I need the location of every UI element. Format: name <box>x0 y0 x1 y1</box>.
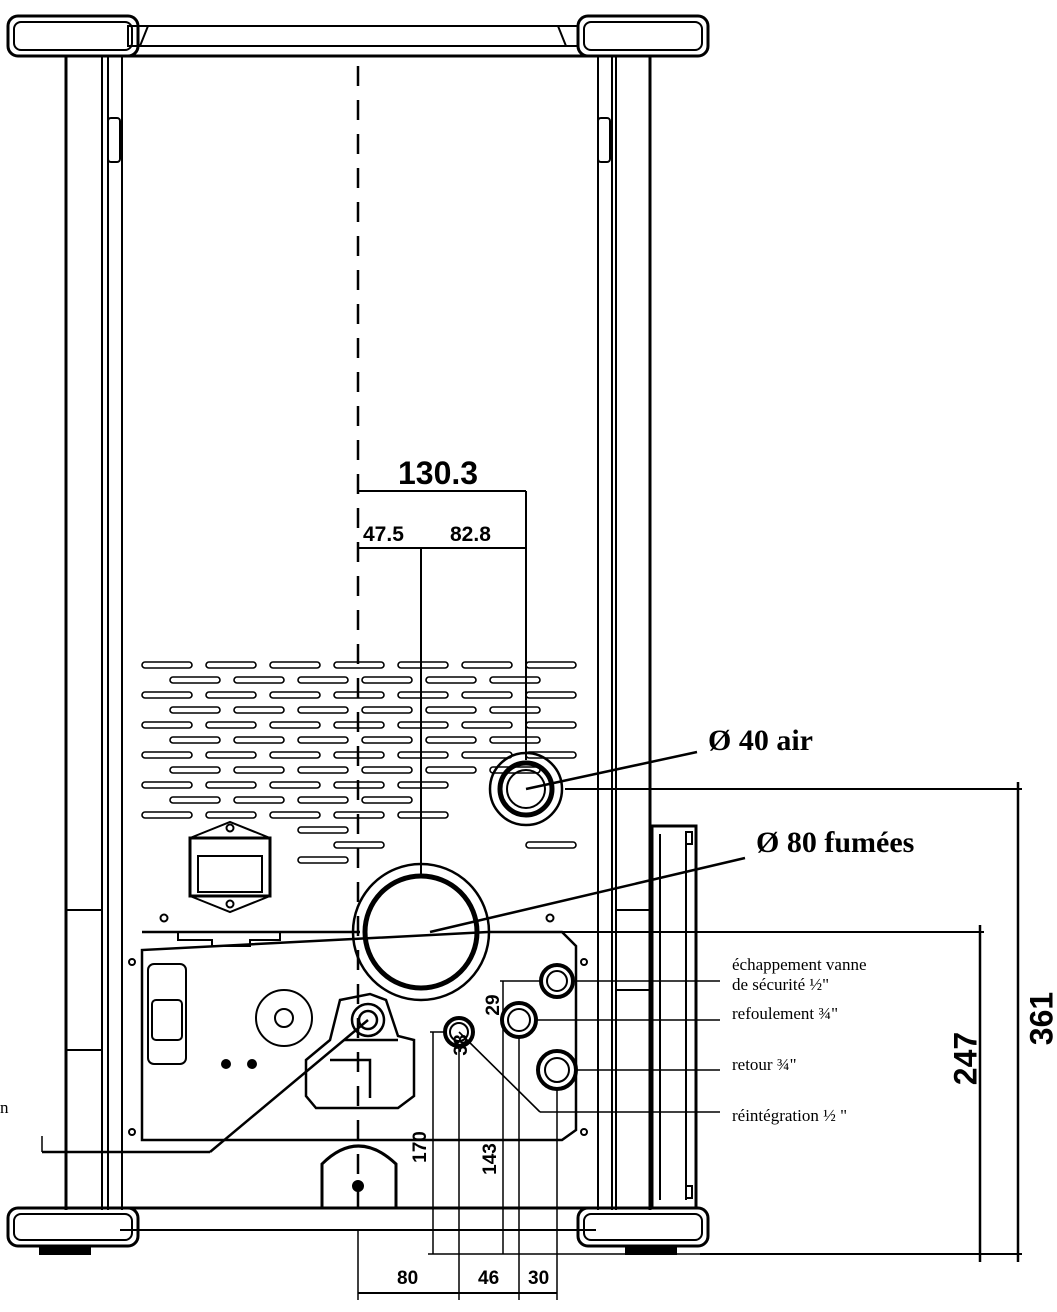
grille-slot <box>233 796 285 804</box>
grille-slot <box>333 661 385 669</box>
top-cap <box>6 14 710 58</box>
grille-slot <box>205 751 257 759</box>
grille-slot <box>333 751 385 759</box>
grille-slot <box>397 781 449 789</box>
dim-361: 361 <box>1023 991 1057 1046</box>
grille-slot <box>525 661 577 669</box>
grille-slot <box>333 691 385 699</box>
grille-slot <box>397 751 449 759</box>
grille-slot <box>141 721 193 729</box>
leader-lines <box>41 750 746 1154</box>
dim-29: 29 <box>483 994 504 1016</box>
ventilation-grille <box>141 661 577 864</box>
grille-slot <box>141 781 193 789</box>
grille-slot <box>269 811 321 819</box>
grille-slot <box>141 691 193 699</box>
grille-slot <box>489 736 541 744</box>
grille-slot <box>297 826 349 834</box>
grille-slot <box>233 706 285 714</box>
dim-143: 143 <box>480 1143 501 1175</box>
grille-slot <box>169 706 221 714</box>
dim-170: 170 <box>410 1131 431 1163</box>
return-label: retour ¾" <box>732 1055 797 1074</box>
grille-slot <box>361 736 413 744</box>
reintegration-label: réintégration ½ " <box>732 1106 848 1125</box>
dim-47-5: 47.5 <box>363 523 404 546</box>
grille-slot <box>489 706 541 714</box>
grille-slot <box>269 721 321 729</box>
grille-slot <box>525 721 577 729</box>
grille-slot <box>361 766 413 774</box>
grille-slot <box>141 811 193 819</box>
grille-slot <box>333 811 385 819</box>
grille-slot <box>333 721 385 729</box>
dimension-lines <box>358 490 1022 1300</box>
valve-assembly <box>304 992 416 1110</box>
grille-slot <box>397 691 449 699</box>
grille-slot <box>333 841 385 849</box>
grille-slot <box>205 811 257 819</box>
dim-80: 80 <box>397 1268 419 1289</box>
air-inlet-callout: Ø 40 air <box>708 724 813 757</box>
grille-slot <box>397 721 449 729</box>
dim-30: 30 <box>528 1268 550 1289</box>
grille-slot <box>425 736 477 744</box>
safety-valve-label-line2: de sécurité ½" <box>732 975 830 994</box>
grille-slot <box>169 766 221 774</box>
grille-slot <box>489 676 541 684</box>
body-frame <box>64 56 652 1210</box>
grille-slot <box>205 781 257 789</box>
grille-slot <box>425 766 477 774</box>
grille-slot <box>297 736 349 744</box>
grille-slot <box>205 661 257 669</box>
grille-slot <box>169 736 221 744</box>
dim-82-8: 82.8 <box>450 523 491 546</box>
grille-slot <box>233 736 285 744</box>
grille-slot <box>269 781 321 789</box>
grille-slot <box>297 856 349 864</box>
grille-slot <box>233 766 285 774</box>
dim-46: 46 <box>478 1268 500 1289</box>
grille-slot <box>425 706 477 714</box>
grille-slot <box>205 691 257 699</box>
grille-slot <box>397 811 449 819</box>
grille-slot <box>169 796 221 804</box>
edge-fragment-label: n <box>0 1098 9 1117</box>
grille-slot <box>269 661 321 669</box>
grille-slot <box>269 691 321 699</box>
grille-slot <box>333 781 385 789</box>
access-hatch <box>188 820 272 914</box>
dim-247: 247 <box>947 1031 984 1086</box>
grille-slot <box>461 751 513 759</box>
grille-slot <box>461 661 513 669</box>
grille-slot <box>233 676 285 684</box>
grille-slot <box>297 706 349 714</box>
grille-slot <box>525 691 577 699</box>
grille-slot <box>461 691 513 699</box>
rear-plate <box>128 913 588 1208</box>
flow-label: refoulement ¾" <box>732 1004 839 1023</box>
grille-slot <box>425 676 477 684</box>
flue-outlet-callout: Ø 80 fumées <box>756 826 915 859</box>
dim-38: 38 <box>451 1034 472 1056</box>
grille-slot <box>361 706 413 714</box>
grille-slot <box>297 766 349 774</box>
dim-130-3: 130.3 <box>398 455 479 491</box>
grille-slot <box>461 721 513 729</box>
grille-slot <box>269 751 321 759</box>
grille-slot <box>141 661 193 669</box>
side-panel <box>650 824 698 1210</box>
safety-valve-label-line1: échappement vanne <box>732 955 867 974</box>
grille-slot <box>297 676 349 684</box>
grille-slot <box>397 661 449 669</box>
grille-slot <box>205 721 257 729</box>
grille-slot <box>361 676 413 684</box>
grille-slot <box>297 796 349 804</box>
grille-slot <box>361 796 413 804</box>
grille-slot <box>169 676 221 684</box>
grille-slot <box>525 841 577 849</box>
grille-slot <box>141 751 193 759</box>
